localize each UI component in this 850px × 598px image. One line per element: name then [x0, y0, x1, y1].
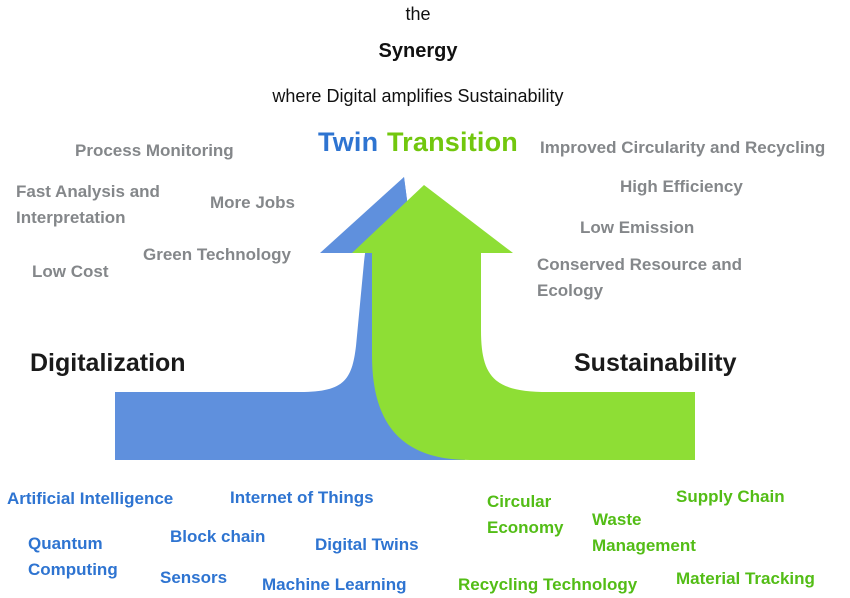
tech-quantum-computing: Quantum Computing — [28, 534, 118, 579]
tech-sensors: Sensors — [160, 568, 228, 587]
benefit-process-monitoring: Process Monitoring — [75, 141, 234, 160]
benefit-low-emission: Low Emission — [580, 218, 695, 237]
benefit-more-jobs: More Jobs — [210, 193, 296, 212]
header-subtitle: where Digital amplifies Sustainability — [272, 86, 564, 106]
topic-waste-management: Waste Management — [592, 510, 696, 555]
topic-material-tracking: Material Tracking — [676, 569, 815, 588]
header-synergy: Synergy — [378, 40, 458, 62]
main-title-twin: Twin — [318, 127, 379, 157]
tech-block-chain: Block chain — [170, 527, 266, 546]
benefit-low-cost: Low Cost — [32, 262, 109, 281]
tech-machine-learning: Machine Learning — [262, 575, 407, 594]
benefit-fast-analysis: Fast Analysis and Interpretation — [16, 182, 160, 227]
benefit-improved-circularity: Improved Circularity and Recycling — [540, 138, 826, 157]
benefit-high-efficiency: High Efficiency — [620, 177, 743, 196]
header-intro: the — [405, 4, 431, 24]
tech-internet-of-things: Internet of Things — [230, 488, 374, 507]
topic-recycling-technology: Recycling Technology — [458, 575, 638, 594]
benefit-conserved-resource: Conserved Resource and Ecology — [537, 255, 743, 300]
branch-digitalization: Digitalization — [30, 349, 186, 377]
main-title-transition: Transition — [386, 127, 518, 157]
tech-digital-twins: Digital Twins — [315, 535, 419, 554]
benefit-green-technology: Green Technology — [143, 245, 291, 264]
tech-artificial-intelligence: Artificial Intelligence — [7, 489, 174, 508]
branch-sustainability: Sustainability — [574, 349, 737, 377]
sustainability-arrow — [352, 185, 695, 460]
topic-circular-economy: Circular Economy — [487, 492, 564, 537]
topic-supply-chain: Supply Chain — [676, 487, 785, 506]
